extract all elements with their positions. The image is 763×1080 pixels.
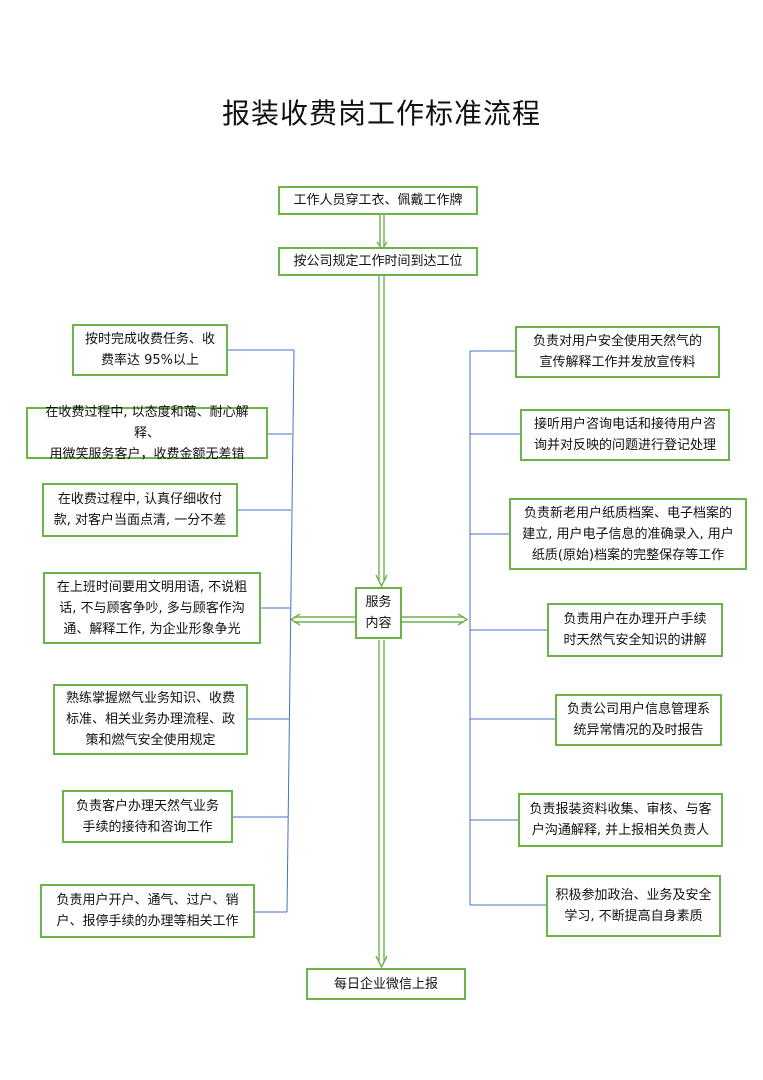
arrow-center-to-left [289, 613, 355, 626]
service-content-box: 服务 内容 [355, 587, 402, 639]
right-item-7-text: 积极参加政治、业务及安全 学习, 不断提高自身素质 [555, 888, 712, 924]
arrow-start1-to-start2 [376, 214, 388, 251]
arrow-top-to-center [375, 275, 388, 588]
right-item-3: 负责新老用户纸质档案、电子档案的 建立, 用户电子信息的准确录入, 用户 纸质(… [509, 498, 747, 570]
left-item-5-text: 熟练掌握燃气业务知识、收费 标准、相关业务办理流程、政 策和燃气安全使用规定 [65, 691, 235, 748]
right-item-2-text: 接听用户咨询电话和接待用户咨 询并对反映的问题进行登记处理 [533, 417, 716, 453]
right-item-7: 积极参加政治、业务及安全 学习, 不断提高自身素质 [546, 875, 721, 937]
left-item-4-text: 在上班时间要用文明用语, 不说粗 话, 不与顾客争吵, 多与顾客作沟 通、解释工… [56, 579, 248, 637]
flow-step-arrive: 按公司规定工作时间到达工位 [278, 247, 478, 276]
right-item-1: 负责对用户安全使用天然气的 宣传解释工作并发放宣传料 [515, 326, 720, 378]
right-item-4-text: 负责用户在办理开户手续 时天然气安全知识的讲解 [563, 612, 707, 648]
left-bus [228, 349, 295, 913]
right-item-5-text: 负责公司用户信息管理系 统异常情况的及时报告 [566, 702, 710, 738]
right-item-3-text: 负责新老用户纸质档案、电子档案的 建立, 用户电子信息的准确录入, 用户 纸质(… [522, 505, 734, 563]
right-bus [469, 350, 555, 906]
flow-step-dress-label: 工作人员穿工衣、佩戴工作牌 [293, 193, 463, 208]
flow-step-report: 每日企业微信上报 [306, 968, 466, 1000]
arrow-center-to-end [375, 640, 388, 969]
arrow-center-to-right [402, 613, 469, 626]
right-item-1-text: 负责对用户安全使用天然气的 宣传解释工作并发放宣传料 [532, 334, 702, 370]
left-item-1-text: 按时完成收费任务、收 费率达 95%以上 [84, 332, 215, 368]
left-item-1: 按时完成收费任务、收 费率达 95%以上 [72, 324, 228, 376]
left-item-5: 熟练掌握燃气业务知识、收费 标准、相关业务办理流程、政 策和燃气安全使用规定 [53, 684, 248, 755]
flow-step-dress: 工作人员穿工衣、佩戴工作牌 [278, 186, 478, 215]
right-item-6-text: 负责报装资料收集、审核、与客 户沟通解释, 并上报相关负责人 [529, 802, 712, 838]
left-item-2: 在收费过程中, 以态度和蔼、耐心解释、 用微笑服务客户，收费金额无差错 [26, 405, 268, 462]
flow-step-report-label: 每日企业微信上报 [333, 976, 438, 992]
service-content-label: 服务 内容 [365, 595, 392, 631]
left-item-6-text: 负责客户办理天然气业务 手续的接待和咨询工作 [75, 798, 219, 835]
page-title: 报装收费岗工作标准流程 [221, 97, 541, 130]
right-item-4: 负责用户在办理开户手续 时天然气安全知识的讲解 [547, 603, 723, 657]
left-item-7: 负责用户开户、通气、过户、销 户、报停手续的办理等相关工作 [40, 884, 255, 938]
left-item-3-text: 在收费过程中, 认真仔细收付 款, 对客户当面点清, 一分不差 [53, 492, 227, 528]
left-item-7-text: 负责用户开户、通气、过户、销 户、报停手续的办理等相关工作 [56, 893, 239, 929]
right-item-2: 接听用户咨询电话和接待用户咨 询并对反映的问题进行登记处理 [520, 409, 730, 461]
flow-step-arrive-label: 按公司规定工作时间到达工位 [293, 254, 463, 269]
left-item-2-text: 在收费过程中, 以态度和蔼、耐心解释、 用微笑服务客户，收费金额无差错 [45, 404, 249, 462]
left-item-6: 负责客户办理天然气业务 手续的接待和咨询工作 [62, 790, 233, 843]
left-item-4: 在上班时间要用文明用语, 不说粗 话, 不与顾客争吵, 多与顾客作沟 通、解释工… [43, 572, 261, 644]
right-item-5: 负责公司用户信息管理系 统异常情况的及时报告 [555, 694, 722, 746]
left-item-3: 在收费过程中, 认真仔细收付 款, 对客户当面点清, 一分不差 [42, 483, 238, 537]
right-item-6: 负责报装资料收集、审核、与客 户沟通解释, 并上报相关负责人 [518, 793, 723, 847]
